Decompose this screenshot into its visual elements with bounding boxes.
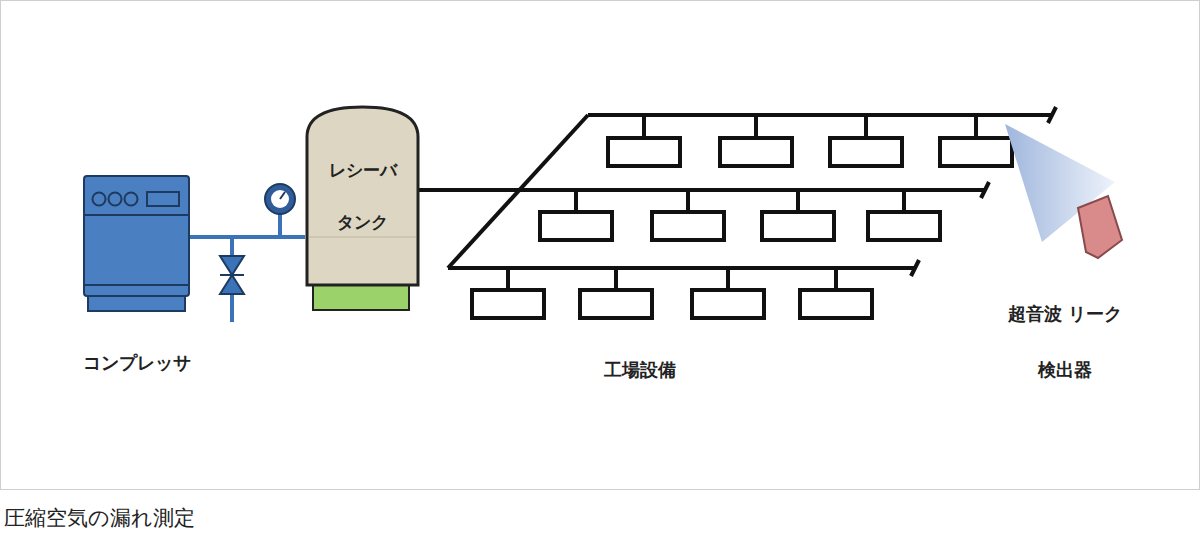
device-label: 超音波 リーク検出器	[1000, 286, 1130, 398]
caption: 圧縮空気の漏れ測定	[4, 504, 195, 532]
tank-base	[313, 284, 409, 310]
compressor: コンプレッサ	[83, 175, 190, 312]
node-label: コンプレッサ	[23, 351, 250, 375]
section-label: 工場設備	[540, 358, 740, 382]
air-pipe	[190, 237, 305, 238]
valve-symbol	[220, 237, 244, 322]
receiver-tank-shape	[305, 105, 420, 287]
factory-piping	[418, 107, 1056, 276]
factory-equipment	[472, 115, 1012, 318]
receiver-tank: レシーバ タンク	[305, 105, 420, 287]
leak-detector	[1078, 196, 1122, 258]
pressure-gauge	[265, 184, 295, 237]
node-label: レシーバ タンク	[323, 144, 403, 248]
compressor-shape	[83, 175, 190, 312]
